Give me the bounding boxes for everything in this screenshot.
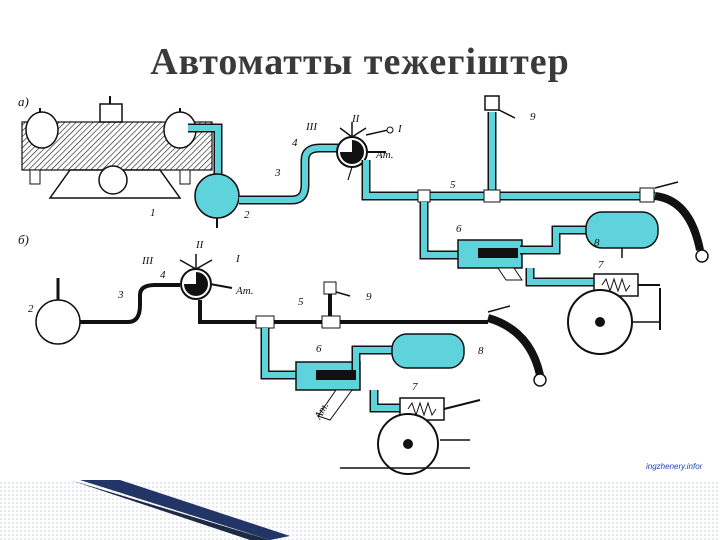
label-a-6: 6	[456, 223, 462, 235]
label-b-3: 3	[117, 289, 124, 301]
label-a-2: 2	[244, 209, 250, 221]
driver-brake-valve-4b	[179, 254, 233, 300]
label-b-7: 7	[412, 381, 418, 393]
watermark: ingzhenery.infor	[646, 462, 703, 471]
label-a-4: 4	[292, 137, 298, 149]
label-b-pos-II: II	[195, 239, 205, 251]
auxiliary-reservoir-8b	[391, 333, 465, 369]
label-b-pos-III: III	[141, 255, 154, 267]
wheel-a	[567, 288, 661, 355]
triple-valve-6	[457, 239, 523, 281]
label-b-8: 8	[478, 345, 484, 357]
label-b-pos-I: I	[235, 253, 241, 265]
compressor-1	[21, 96, 213, 199]
label-a-1: 1	[150, 207, 156, 219]
label-b-4: 4	[160, 269, 166, 281]
label-a-pos-III: III	[305, 121, 318, 133]
driver-brake-valve-4	[336, 122, 394, 181]
uncoupling-valve-9b	[323, 281, 351, 297]
wheel-b	[340, 413, 470, 475]
uncoupling-valve-9	[484, 95, 516, 119]
label-a-9: 9	[530, 111, 536, 123]
bottom-decor-band	[0, 480, 720, 540]
label-a-3: 3	[274, 167, 281, 179]
section-b-label: б)	[18, 232, 29, 247]
label-a-pos-II: II	[351, 113, 361, 125]
air-reservoir-2b	[35, 278, 81, 345]
label-a-8: 8	[594, 237, 600, 249]
label-b-9: 9	[366, 291, 372, 303]
label-b-6: 6	[316, 343, 322, 355]
label-b-atm: Ат.	[235, 285, 254, 297]
label-b-5: 5	[298, 296, 304, 308]
section-a-label: а)	[18, 94, 29, 109]
auxiliary-reservoir-8	[585, 211, 659, 258]
label-a-7: 7	[598, 259, 604, 271]
triple-valve-6b	[295, 361, 361, 421]
label-a-pos-I: I	[397, 123, 403, 135]
label-a-5: 5	[450, 179, 456, 191]
label-a-atm: Ат.	[375, 149, 394, 161]
label-b-2: 2	[28, 303, 34, 315]
air-reservoir-2	[194, 173, 240, 228]
slide-title: Автоматты тежегіштер	[150, 41, 570, 83]
